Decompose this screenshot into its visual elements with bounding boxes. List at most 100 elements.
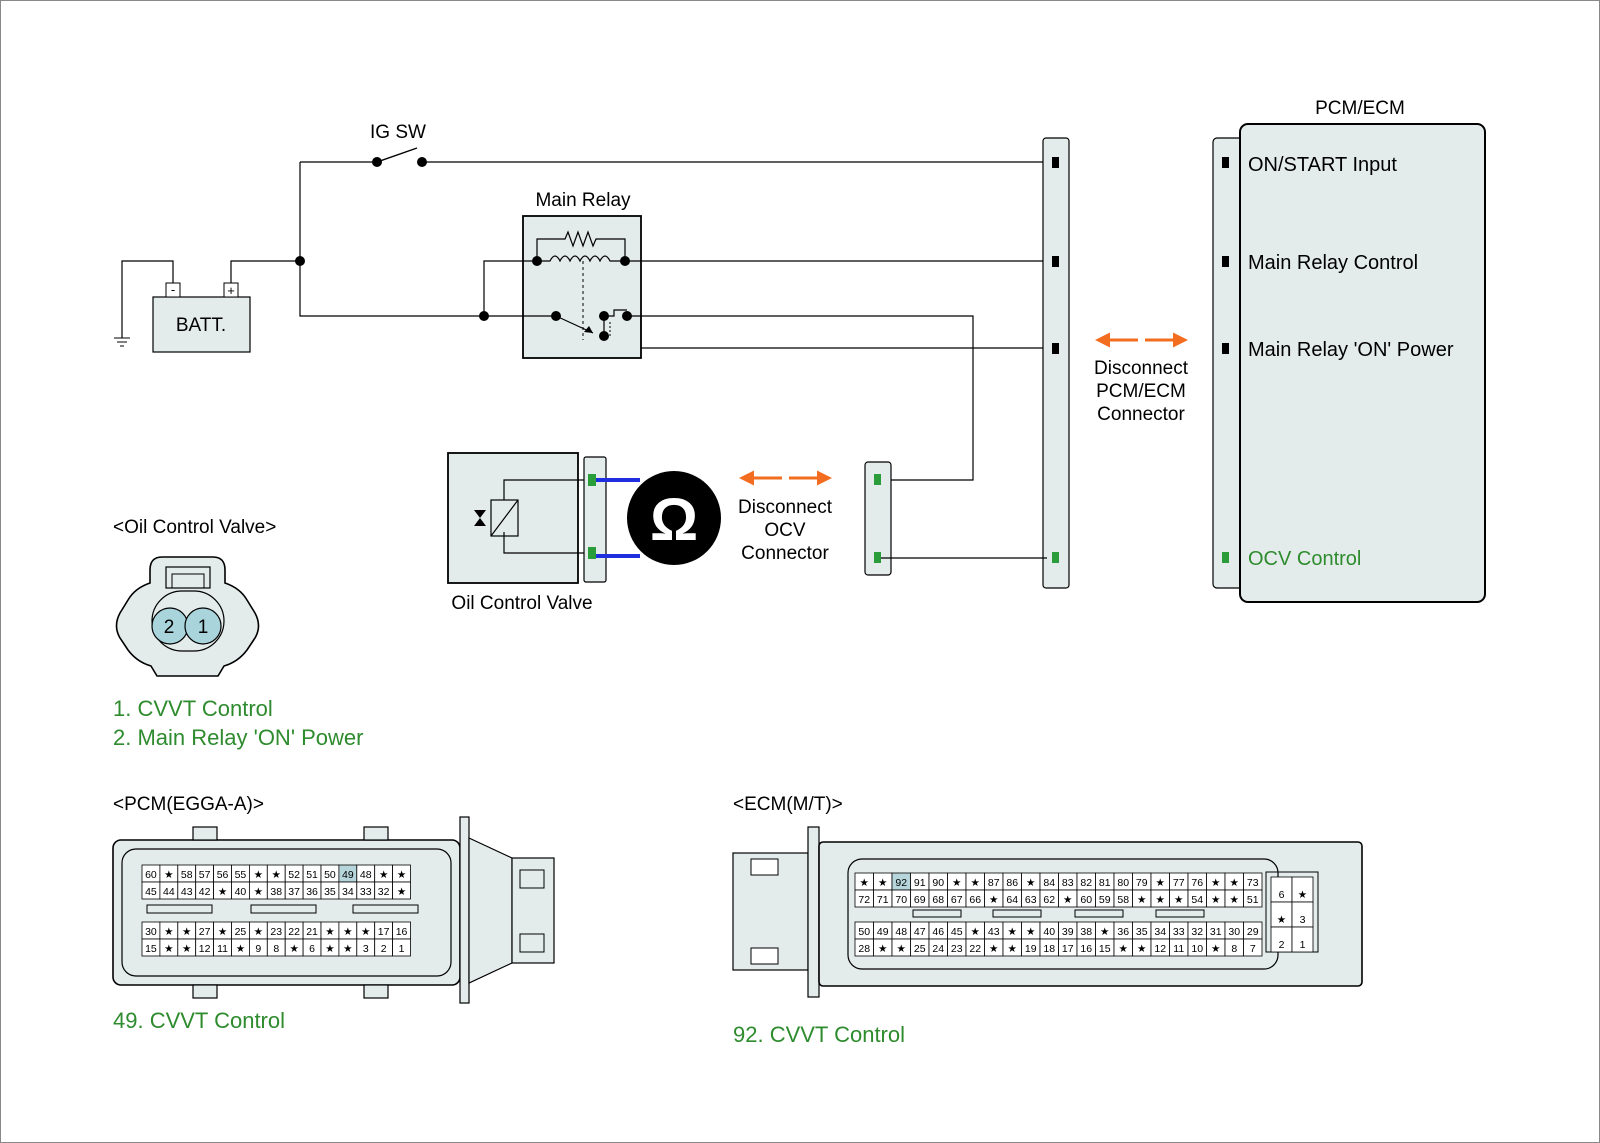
pin-label: 8 <box>1231 943 1237 955</box>
pcm-ecm-title: PCM/ECM <box>1315 98 1405 119</box>
ocv-connector-face: <Oil Control Valve> 2 1 1. CVVT Control … <box>113 517 364 750</box>
main-relay-on-power-label: Main Relay 'ON' Power <box>1248 339 1454 361</box>
pin-label: 62 <box>1043 894 1055 906</box>
pin-label: ★ <box>989 894 999 906</box>
pin-label: 18 <box>1043 943 1055 955</box>
pin-label: 68 <box>932 894 944 906</box>
pin-label: ★ <box>1119 943 1129 955</box>
pin-label: 47 <box>914 926 926 938</box>
pin-label: ★ <box>272 869 282 881</box>
pin-label: 16 <box>1080 943 1092 955</box>
pin-label: ★ <box>971 877 981 889</box>
pin-label: 70 <box>895 894 907 906</box>
pin-label: ★ <box>1230 877 1240 889</box>
pin-label: 6 <box>1279 889 1285 901</box>
pin-label: 81 <box>1099 877 1111 889</box>
harness-pin <box>1052 343 1059 354</box>
pcm-pin <box>1222 157 1229 168</box>
pin-label: 64 <box>1006 894 1018 906</box>
pin-label: 87 <box>988 877 1000 889</box>
pin-label: 23 <box>270 926 282 938</box>
pin-label: 36 <box>1117 926 1129 938</box>
pin-label: 60 <box>1080 894 1092 906</box>
pin-label: 22 <box>288 926 300 938</box>
pin-label: 15 <box>1099 943 1111 955</box>
pin-label: 50 <box>324 869 336 881</box>
pin-label: 92 <box>895 877 907 889</box>
pin-label: 86 <box>1006 877 1018 889</box>
pin-label: 1 <box>1300 939 1306 951</box>
pin-label: 28 <box>858 943 870 955</box>
ocv-legend-item: 1. CVVT Control <box>113 696 273 721</box>
pin-label: 57 <box>199 869 211 881</box>
disconnect-ocv-line2: OCV <box>764 520 806 541</box>
disconnect-pcm-line1: Disconnect <box>1094 358 1189 379</box>
pin-label: 19 <box>1025 943 1037 955</box>
pin-cell <box>392 881 411 900</box>
pin-label: ★ <box>182 926 192 938</box>
pin-label: 44 <box>163 886 175 898</box>
pin-label: 17 <box>378 926 390 938</box>
pin-label: 2 <box>381 943 387 955</box>
harness-pin <box>1052 552 1059 563</box>
pin-label: 77 <box>1173 877 1185 889</box>
pin-label: 1 <box>399 943 405 955</box>
pin-label: ★ <box>182 943 192 955</box>
pin-label: 91 <box>914 877 926 889</box>
pin-label: 58 <box>1117 894 1129 906</box>
pin-label: ★ <box>164 926 174 938</box>
pin-label: 23 <box>951 943 963 955</box>
pin-label: ★ <box>289 943 299 955</box>
pin-label: ★ <box>254 869 264 881</box>
ohm-symbol: Ω <box>650 486 698 553</box>
pin-label: 90 <box>932 877 944 889</box>
pin-label: 39 <box>1062 926 1074 938</box>
pin-label: 32 <box>1191 926 1203 938</box>
pin-label: 38 <box>1080 926 1092 938</box>
pin-label: ★ <box>952 877 962 889</box>
pin-cell <box>1243 889 1263 908</box>
pin-label: ★ <box>164 943 174 955</box>
pin-label: ★ <box>1230 894 1240 906</box>
pin-label: ★ <box>236 943 246 955</box>
pin-label: ★ <box>878 877 888 889</box>
ig-switch-label: IG SW <box>370 122 426 143</box>
pin-label: ★ <box>343 926 353 938</box>
pin-label: ★ <box>971 926 981 938</box>
pin-label: 12 <box>199 943 211 955</box>
pin-label: 16 <box>396 926 408 938</box>
ocv-pin-label: 2 <box>164 617 175 638</box>
pin-label: ★ <box>254 886 264 898</box>
pin-label: 51 <box>306 869 318 881</box>
pin-label: 12 <box>1154 943 1166 955</box>
pin-label: 40 <box>1043 926 1055 938</box>
pin-label: ★ <box>989 943 999 955</box>
main-relay-label: Main Relay <box>535 190 631 211</box>
pin-label: 32 <box>378 886 390 898</box>
ground-icon <box>114 260 174 347</box>
ecm-connector-heading: <ECM(M/T)> <box>733 794 843 815</box>
pin-label: ★ <box>397 886 407 898</box>
disconnect-ocv-indicator: Disconnect OCV Connector <box>738 470 833 564</box>
pin-cell <box>392 938 411 957</box>
pin-label: ★ <box>1156 894 1166 906</box>
pin-label: ★ <box>1211 943 1221 955</box>
pin-label: 35 <box>1136 926 1148 938</box>
pin-label: 84 <box>1043 877 1055 889</box>
pin-label: ★ <box>1008 926 1018 938</box>
pin-label: ★ <box>1156 877 1166 889</box>
pin-label: ★ <box>343 943 353 955</box>
pin-label: 31 <box>1210 926 1222 938</box>
ocv-connector-heading: <Oil Control Valve> <box>113 517 276 538</box>
pin-label: 52 <box>288 869 300 881</box>
pin-label: ★ <box>897 943 907 955</box>
ocv-pin-label: 1 <box>198 617 209 638</box>
pin-label: ★ <box>361 926 371 938</box>
pin-label: 35 <box>324 886 336 898</box>
pin-label: 11 <box>1173 943 1184 955</box>
pcm-pin <box>1222 343 1229 354</box>
pin-label: ★ <box>1174 894 1184 906</box>
pin-label: 11 <box>217 943 228 955</box>
pin-label: 15 <box>145 943 157 955</box>
pin-label: 34 <box>342 886 354 898</box>
